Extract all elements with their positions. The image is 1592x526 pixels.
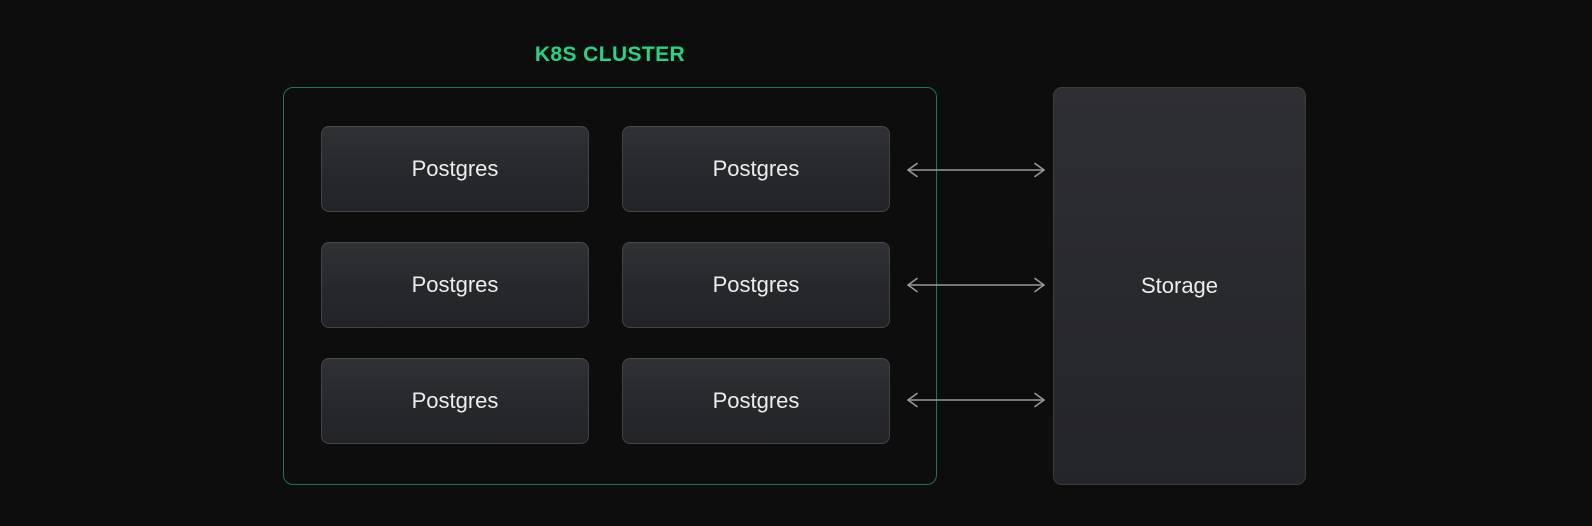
postgres-node: Postgres — [321, 242, 589, 328]
cluster-title: K8S CLUSTER — [534, 43, 686, 66]
postgres-node: Postgres — [321, 126, 589, 212]
storage-label: Storage — [1140, 273, 1219, 298]
bidirectional-arrow-icon — [900, 274, 1052, 296]
postgres-node-label: Postgres — [411, 156, 499, 181]
postgres-node-label: Postgres — [411, 272, 499, 297]
postgres-node: Postgres — [622, 126, 890, 212]
postgres-node-label: Postgres — [712, 388, 800, 413]
postgres-node-label: Postgres — [411, 388, 499, 413]
postgres-node-grid: Postgres Postgres Postgres Postgres Post… — [321, 126, 890, 444]
postgres-node-label: Postgres — [712, 156, 800, 181]
storage-box: Storage — [1053, 87, 1306, 485]
postgres-node: Postgres — [622, 242, 890, 328]
postgres-node: Postgres — [622, 358, 890, 444]
postgres-node-label: Postgres — [712, 272, 800, 297]
bidirectional-arrow-icon — [900, 389, 1052, 411]
k8s-cluster-box: Postgres Postgres Postgres Postgres Post… — [283, 87, 937, 485]
bidirectional-arrow-icon — [900, 159, 1052, 181]
postgres-node: Postgres — [321, 358, 589, 444]
